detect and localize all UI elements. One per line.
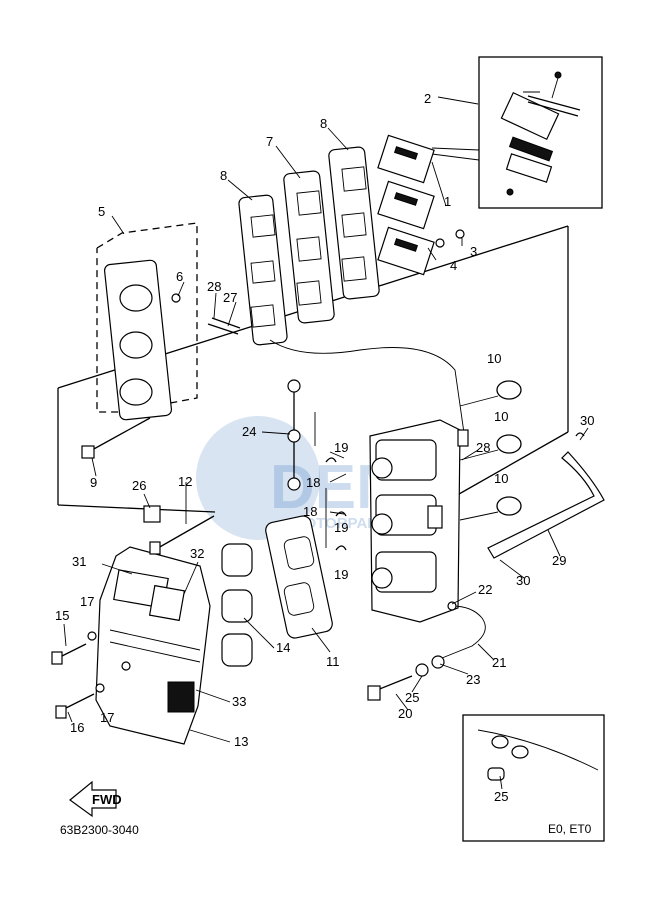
carburetor xyxy=(369,419,469,623)
reed-valve-inset xyxy=(478,56,603,209)
screw-set xyxy=(367,655,445,701)
bolt-9 xyxy=(81,417,151,459)
callout-26: 26 xyxy=(132,478,146,493)
callout-22: 22 xyxy=(478,582,492,597)
variant-note: E0, ET0 xyxy=(548,822,592,836)
pins xyxy=(207,317,241,335)
callout-12: 12 xyxy=(178,474,192,489)
callout-17b: 17 xyxy=(100,710,114,725)
gaskets xyxy=(238,146,380,346)
link-rod xyxy=(287,379,327,548)
callout-3: 3 xyxy=(470,244,477,259)
callout-28b: 28 xyxy=(476,440,490,455)
callout-14: 14 xyxy=(276,640,290,655)
callout-33: 33 xyxy=(232,694,246,709)
callout-25b: 25 xyxy=(494,789,508,804)
callout-28a: 28 xyxy=(207,279,221,294)
cover-bolts xyxy=(51,631,105,719)
callout-5: 5 xyxy=(98,204,105,219)
fuel-hoses xyxy=(487,432,605,559)
callout-25a: 25 xyxy=(405,690,419,705)
callout-23: 23 xyxy=(466,672,480,687)
callout-9: 9 xyxy=(90,475,97,490)
callout-1: 1 xyxy=(444,194,451,209)
reed-valves xyxy=(377,134,465,276)
callout-20: 20 xyxy=(398,706,412,721)
callout-18a: 18 xyxy=(306,475,320,490)
o-rings xyxy=(459,380,522,521)
callout-30b: 30 xyxy=(516,573,530,588)
callout-24: 24 xyxy=(242,424,256,439)
callout-31: 31 xyxy=(72,554,86,569)
fwd-arrow: FWD xyxy=(69,780,122,818)
callout-18b: 18 xyxy=(303,504,317,519)
callout-17a: 17 xyxy=(80,594,94,609)
callout-8a: 8 xyxy=(220,168,227,183)
callout-10c: 10 xyxy=(494,471,508,486)
callout-6: 6 xyxy=(176,269,183,284)
callout-19a: 19 xyxy=(334,440,348,455)
callout-7: 7 xyxy=(266,134,273,149)
callout-labels: 1 2 3 4 5 6 7 8 8 9 10 10 10 11 12 13 14… xyxy=(55,91,594,804)
callout-21: 21 xyxy=(492,655,506,670)
callout-32: 32 xyxy=(190,546,204,561)
callout-13: 13 xyxy=(234,734,248,749)
silencer-cover xyxy=(95,546,211,745)
long-bolt xyxy=(143,505,215,555)
callout-8b: 8 xyxy=(320,116,327,131)
callout-16: 16 xyxy=(70,720,84,735)
callout-27: 27 xyxy=(223,290,237,305)
intake-manifold xyxy=(96,222,198,421)
clips xyxy=(325,457,347,551)
callout-10a: 10 xyxy=(487,351,501,366)
hose xyxy=(269,339,466,441)
callout-29: 29 xyxy=(552,553,566,568)
callout-11: 11 xyxy=(326,654,340,669)
part-code: 63B2300-3040 xyxy=(60,823,139,837)
leader-lines xyxy=(63,96,589,790)
cover-gasket xyxy=(265,515,333,639)
variant-inset xyxy=(462,714,605,842)
callout-19c: 19 xyxy=(334,567,348,582)
small-gaskets xyxy=(221,543,253,667)
callout-2: 2 xyxy=(424,91,431,106)
callout-4: 4 xyxy=(450,258,457,273)
callout-15: 15 xyxy=(55,608,69,623)
callout-30a: 30 xyxy=(580,413,594,428)
wire xyxy=(441,601,486,659)
callout-10b: 10 xyxy=(494,409,508,424)
fwd-label: FWD xyxy=(92,792,122,807)
callout-19b: 19 xyxy=(334,520,348,535)
